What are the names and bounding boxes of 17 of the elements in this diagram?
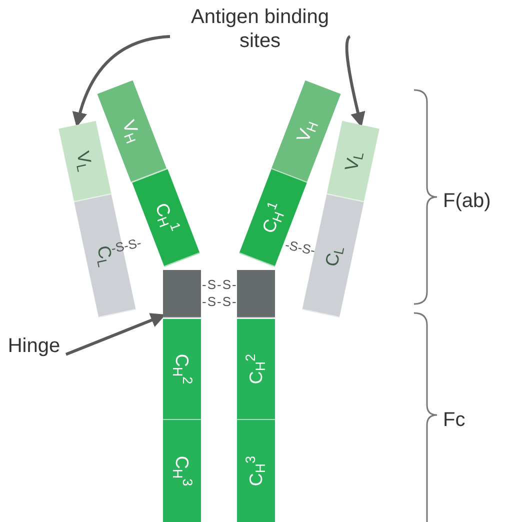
hinge-segment <box>163 270 201 318</box>
arrow <box>65 313 166 356</box>
domain-segment <box>237 420 275 522</box>
arrow <box>72 35 170 128</box>
domain-segment <box>237 318 275 420</box>
domain-segment <box>163 420 201 522</box>
arrow <box>345 35 366 128</box>
bracket-label: F(ab) <box>443 189 491 214</box>
annotation-text: Hinge <box>2 332 66 360</box>
bond-label: -S-S- <box>202 293 238 311</box>
annotation-text: Antigen binding sites <box>170 4 350 54</box>
bracket-label: Fc <box>443 408 466 433</box>
bond-label: -S-S- <box>110 234 144 256</box>
bond-label: -S-S- <box>202 276 238 294</box>
bond-label: -S-S- <box>283 236 318 260</box>
domain-segment <box>163 318 201 420</box>
hinge-segment <box>237 270 275 318</box>
